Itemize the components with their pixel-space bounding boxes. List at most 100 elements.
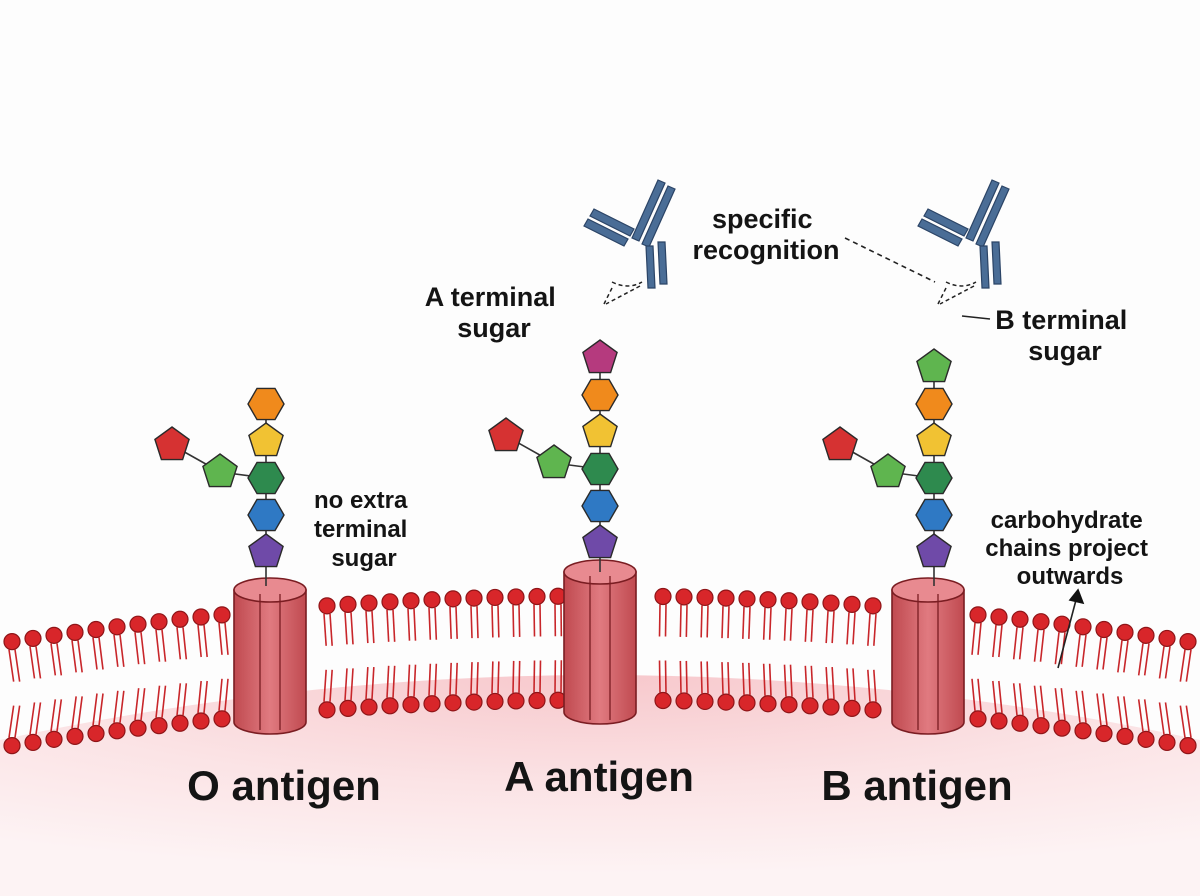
lipid-tail: [971, 678, 976, 711]
carbohydrate-chains-label: carbohydrate chains project outwards: [985, 507, 1154, 590]
lipid-tail: [491, 605, 494, 638]
lipid-head: [1158, 733, 1176, 752]
lipid-tail: [470, 662, 473, 695]
lipid-head: [675, 692, 693, 710]
lipid-tail: [119, 690, 125, 723]
lipid-tail: [1143, 643, 1150, 676]
lipid-tail: [679, 604, 682, 637]
lipid-tail: [476, 662, 479, 695]
lipid-tail: [1123, 640, 1129, 673]
dark-green-sugar: [247, 461, 285, 495]
blue-sugar: [247, 498, 285, 532]
lipid-head: [171, 610, 189, 628]
red-sugar: [822, 426, 858, 461]
lipid-tail: [344, 668, 348, 701]
lipid-head: [1137, 730, 1155, 748]
lipid-tail: [977, 622, 982, 655]
dark-green-sugar: [581, 452, 619, 486]
lipid-head: [24, 629, 42, 648]
lipid-tail: [742, 662, 745, 695]
lipid-tail: [497, 605, 500, 638]
lipid-head: [87, 724, 105, 743]
lipid-tail: [218, 678, 223, 711]
lipid-head: [759, 695, 777, 713]
o-antigen-label: O antigen: [187, 762, 381, 809]
antibody-icon: [917, 179, 1010, 305]
lipid-tail: [1158, 646, 1165, 679]
lipid-tail: [831, 666, 835, 700]
lipid-tail: [92, 637, 98, 670]
lipid-head: [1116, 623, 1134, 641]
lipid-tail: [371, 610, 375, 644]
lipid-tail: [768, 663, 772, 696]
lipid-head: [150, 717, 168, 735]
lipid-tail: [35, 646, 42, 679]
lipid-tail: [685, 660, 688, 693]
lipid-tail: [1039, 629, 1045, 662]
lipid-head: [402, 592, 420, 610]
lipid-head: [1032, 717, 1050, 735]
lipid-tail: [392, 609, 396, 642]
lipid-tail: [685, 604, 688, 637]
specific-recognition-label: specific recognition: [693, 204, 840, 265]
lipid-head: [87, 620, 105, 639]
orange-sugar: [581, 378, 619, 412]
lipid-tail: [804, 609, 808, 642]
lipid-head: [381, 697, 399, 715]
lipid-tail: [155, 685, 161, 718]
lipid-head: [1011, 714, 1029, 732]
lipid-head: [423, 591, 441, 609]
lipid-tail: [1164, 646, 1171, 679]
lipid-head: [192, 608, 210, 626]
lipid-tail: [56, 643, 63, 676]
lipid-tail: [71, 640, 77, 673]
lipid-tail: [413, 608, 417, 641]
lipid-head: [528, 691, 546, 710]
lipid-tail: [1012, 627, 1018, 660]
lipid-tail: [176, 627, 182, 660]
lipid-head: [1095, 724, 1113, 743]
lipid-tail: [476, 606, 479, 639]
lipid-head: [990, 712, 1008, 730]
lipid-head: [213, 710, 231, 728]
lipid-tail: [762, 607, 766, 640]
red-sugar: [488, 417, 524, 452]
lipid-tail: [1018, 683, 1024, 716]
lipid-tail: [386, 609, 390, 642]
lipid-tail: [470, 606, 473, 639]
lipid-head: [801, 593, 819, 611]
lipid-head: [339, 699, 357, 717]
lipid-tail: [1158, 702, 1165, 735]
lipid-head: [675, 588, 693, 606]
carbohydrate-chain: [154, 387, 285, 586]
lipid-tail: [1060, 688, 1066, 721]
lipid-tail: [491, 661, 494, 694]
lipid-head: [1053, 719, 1071, 737]
lipid-head: [129, 719, 147, 737]
orange-sugar: [247, 387, 285, 421]
lipid-tail: [203, 680, 208, 714]
yellow-sugar: [248, 422, 284, 457]
lipid-tail: [1075, 634, 1081, 667]
lipid-tail: [748, 606, 751, 639]
lipid-tail: [197, 624, 202, 658]
lipid-tail: [71, 696, 77, 729]
lipid-tail: [428, 663, 432, 696]
transmembrane-protein: [233, 577, 307, 735]
a-antigen-label: A antigen: [504, 753, 694, 800]
lipid-tail: [977, 678, 982, 711]
lipid-tail: [350, 668, 354, 701]
lipid-tail: [1033, 629, 1039, 662]
lipid-tail: [867, 669, 871, 702]
lipid-tail: [1039, 685, 1045, 718]
lipid-tail: [98, 693, 104, 726]
lipid-head: [486, 588, 504, 607]
lipid-tail: [1033, 685, 1039, 718]
lipid-head: [192, 712, 210, 730]
lipid-tail: [29, 702, 36, 735]
lipid-tail: [804, 665, 808, 698]
lipid-tail: [224, 678, 229, 711]
lipid-head: [738, 694, 756, 712]
lipid-tail: [825, 610, 829, 644]
green-sugar: [202, 453, 238, 488]
